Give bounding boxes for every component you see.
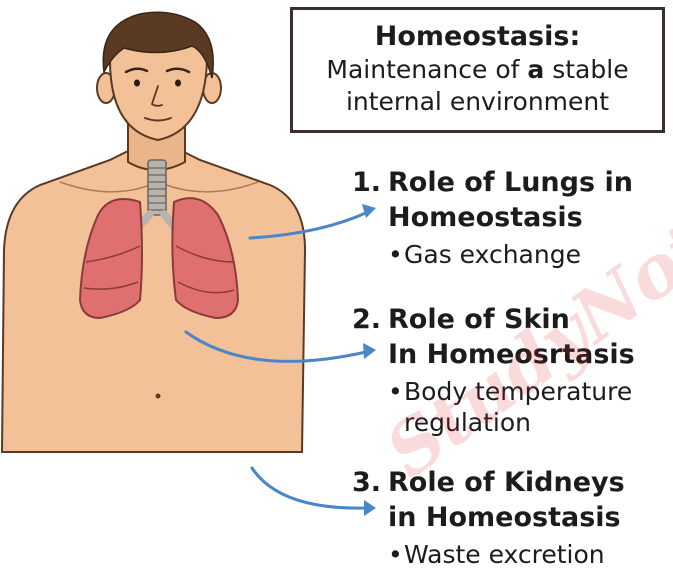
left-eye (134, 80, 140, 87)
role-lungs-bullet: •Gas exchange (352, 239, 633, 270)
navel (156, 394, 161, 399)
right-eye (175, 80, 181, 87)
title-box: Homeostasis: Maintenance of a stable int… (290, 7, 665, 133)
role-kidneys-bullet: •Waste excretion (352, 539, 625, 570)
title-line-2: Maintenance of a stable (293, 54, 662, 86)
title-heading: Homeostasis: (293, 20, 662, 54)
arrow-to-kidneys (252, 468, 366, 508)
title-line-3: internal environment (293, 86, 662, 118)
